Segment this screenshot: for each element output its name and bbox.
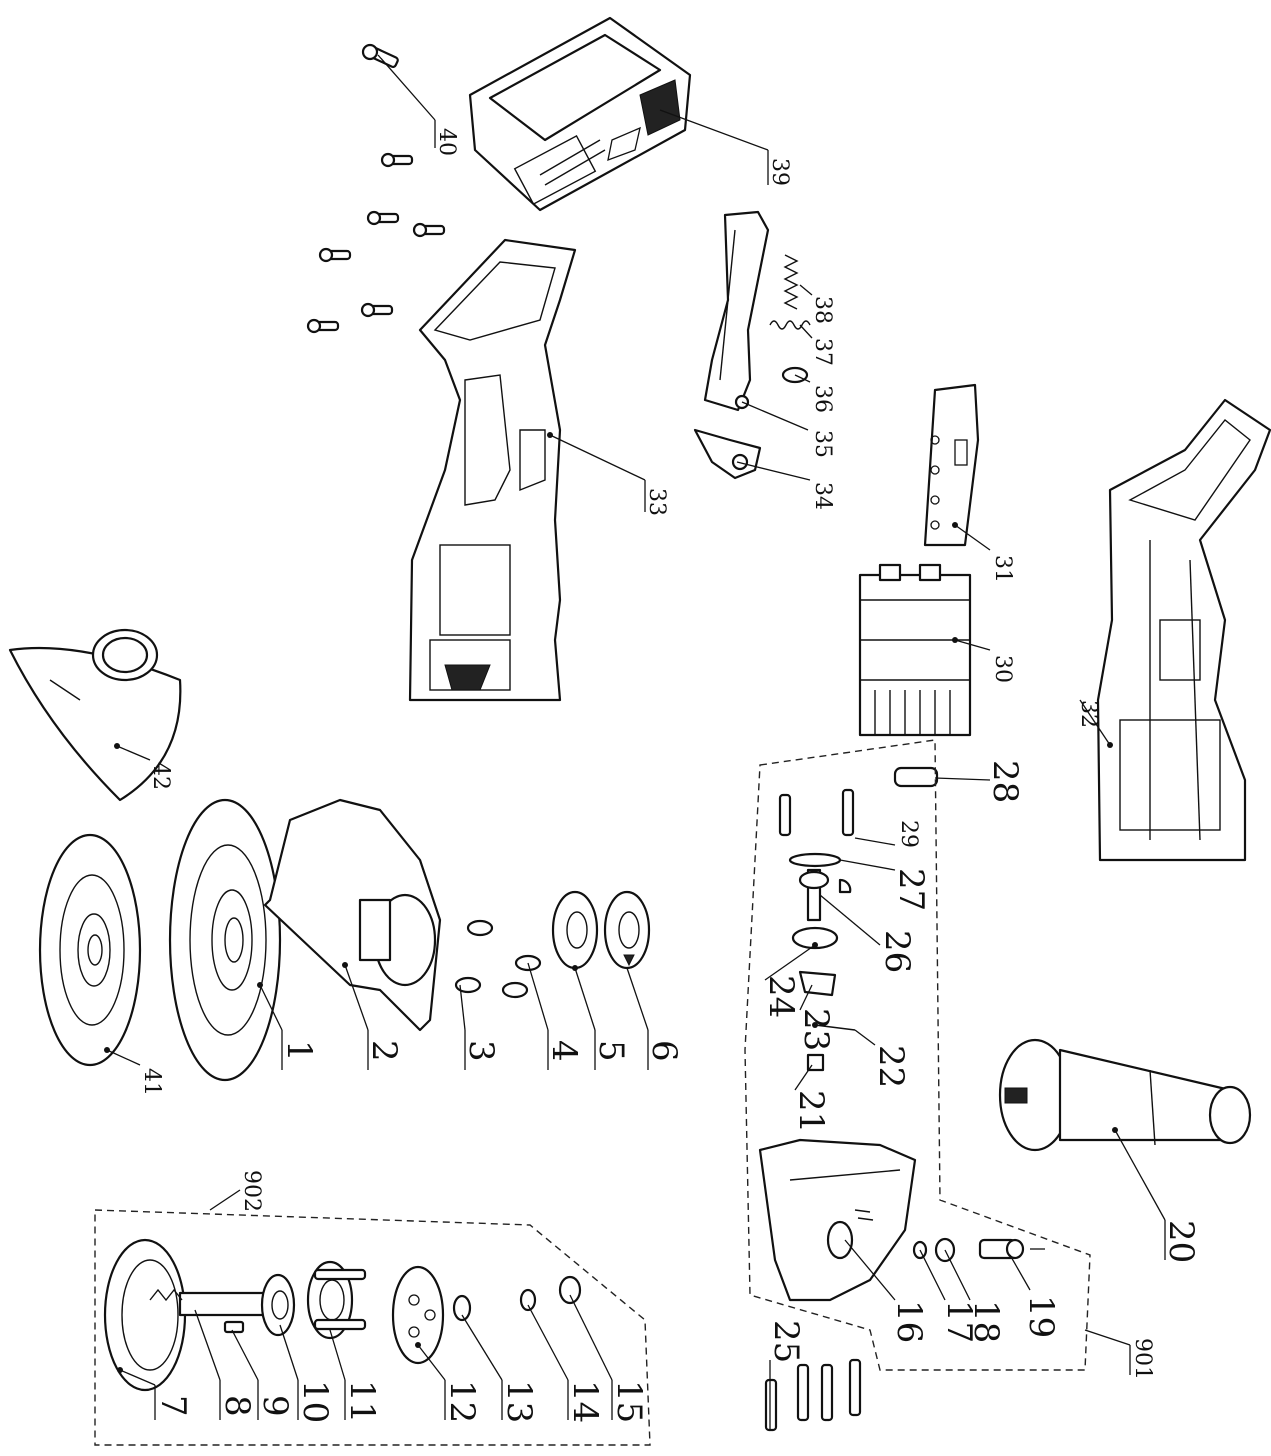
spring-38 [783,254,799,310]
small-wheel-guard [8,628,182,802]
label-27: 27 [891,868,931,911]
label-20: 20 [1161,1220,1201,1263]
label-902: 902 [239,1170,264,1212]
label-1: 1 [279,1040,319,1062]
pin-22 [812,1022,856,1031]
label-15: 15 [609,1380,649,1423]
screw-40 [361,43,399,68]
gear-head-7 [103,1238,187,1392]
part-labels: 40 39 38 37 36 35 34 33 31 30 28 32 42 2… [139,128,1201,1423]
clip-14 [519,1288,537,1312]
key-9 [223,1320,245,1334]
screws-4 [501,954,542,999]
bearing-10 [260,1273,296,1337]
label-16: 16 [889,1300,929,1343]
label-2: 2 [364,1040,404,1062]
housing-half [408,238,577,702]
label-4: 4 [544,1040,584,1062]
label-33: 33 [644,488,669,516]
label-24: 24 [761,975,801,1018]
screws-3 [454,919,494,994]
label-14: 14 [565,1380,605,1423]
label-32: 32 [1076,700,1101,728]
group-902-boundary [94,1209,651,1446]
grinding-disc-1 [168,798,282,1082]
label-9: 9 [255,1395,295,1417]
label-39: 39 [767,158,792,186]
lock-off-button [693,428,762,480]
label-30: 30 [990,655,1015,683]
switch-lever [703,210,770,412]
label-41: 41 [139,1068,164,1096]
label-13: 13 [499,1380,539,1423]
label-18: 18 [966,1300,1006,1343]
battery-pack [468,16,692,212]
label-29: 29 [896,820,921,848]
label-36: 36 [810,385,835,413]
side-handle-20 [998,1038,1252,1152]
label-10: 10 [295,1380,335,1423]
handle-screws [306,152,446,334]
label-25: 25 [766,1320,806,1363]
label-5: 5 [591,1040,631,1062]
label-31: 31 [990,555,1015,583]
label-8: 8 [217,1395,257,1417]
label-28: 28 [985,760,1025,803]
label-19: 19 [1021,1295,1061,1338]
label-23: 23 [796,1008,836,1051]
screws-29 [778,788,855,837]
wheel-guard-2 [263,798,442,1032]
flange-12 [391,1265,445,1365]
label-35: 35 [810,430,835,458]
plate-11 [306,1260,367,1340]
label-34: 34 [810,482,835,510]
leader-lines [106,54,1166,1430]
label-12: 12 [442,1380,482,1423]
spring-37 [769,320,811,330]
label-6: 6 [644,1040,684,1062]
plate-27 [788,852,842,868]
label-11: 11 [342,1380,382,1423]
group-901-boundary [744,739,1091,1371]
label-17: 17 [939,1300,979,1343]
label-26: 26 [877,930,917,973]
label-21: 21 [791,1090,831,1133]
bushing-28 [893,766,939,788]
label-3: 3 [461,1040,501,1062]
label-22: 22 [871,1045,911,1088]
housing-half-right [1096,398,1271,862]
motor [858,563,972,737]
label-7: 7 [153,1395,193,1417]
leader-dots [104,432,1118,1373]
inner-flange-5 [551,890,599,970]
ring-13 [452,1294,472,1322]
label-40: 40 [434,128,459,156]
control-board [923,383,980,547]
label-38: 38 [810,296,835,324]
button-19 [978,1238,1045,1260]
label-42: 42 [148,762,173,790]
label-901: 901 [1130,1338,1155,1380]
cutting-disc-41 [38,833,142,1067]
bushing-15 [558,1275,582,1305]
armature-shaft-26 [798,868,852,922]
pinion-23 [798,970,837,997]
label-37: 37 [810,338,835,366]
outer-flange-6 [603,890,651,970]
screws-25 [764,1358,862,1432]
gear-housing-16 [758,1138,917,1302]
